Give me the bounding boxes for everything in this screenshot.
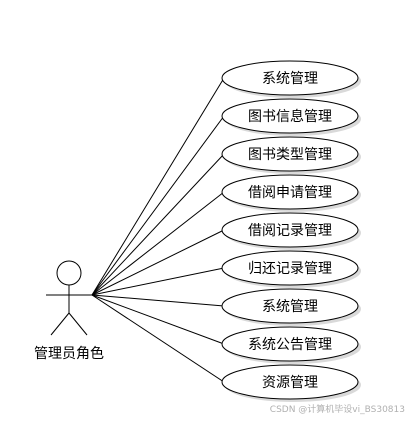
use-case-ellipse[interactable] <box>221 212 359 248</box>
use-case-label: 系统管理 <box>262 299 318 315</box>
use-case-label: 图书类型管理 <box>248 147 332 163</box>
actor-right-leg <box>68 312 88 336</box>
use-case-ellipse[interactable] <box>221 60 359 96</box>
use-case[interactable]: 图书类型管理 <box>221 136 361 174</box>
use-case[interactable]: 系统公告管理 <box>221 326 361 364</box>
use-case-label: 归还记录管理 <box>248 260 332 277</box>
use-case-label: 系统公告管理 <box>248 337 332 353</box>
association-line <box>91 77 225 296</box>
association-line <box>91 294 225 383</box>
use-case[interactable]: 系统管理 <box>221 288 361 326</box>
association-line <box>91 229 225 296</box>
use-case-ellipse[interactable] <box>221 288 359 324</box>
use-case-label: 借阅申请管理 <box>248 185 332 201</box>
use-case-ellipse[interactable] <box>221 98 359 134</box>
use-case[interactable]: 借阅申请管理 <box>221 174 361 212</box>
use-case[interactable]: 归还记录管理 <box>221 250 361 288</box>
actor-left-leg <box>50 312 70 336</box>
actor-label: 管理员角色 <box>34 345 104 362</box>
association-line <box>91 191 225 296</box>
use-case-ellipse[interactable] <box>221 326 359 362</box>
actor-head <box>56 260 82 286</box>
use-case-label: 系统管理 <box>262 71 318 87</box>
association-line <box>91 294 225 345</box>
use-cases: 系统管理图书信息管理图书类型管理借阅申请管理借阅记录管理归还记录管理系统管理系统… <box>221 60 361 402</box>
use-case-label: 图书信息管理 <box>248 108 332 125</box>
use-case[interactable]: 图书信息管理 <box>221 98 361 136</box>
association-lines <box>91 77 225 383</box>
use-case[interactable]: 资源管理 <box>221 364 361 402</box>
watermark: CSDN @计算机毕设vi_BS30813 <box>269 405 405 415</box>
use-case-ellipse[interactable] <box>221 136 359 172</box>
use-case-ellipse[interactable] <box>221 364 359 400</box>
association-line <box>91 294 225 307</box>
use-case-label: 资源管理 <box>262 375 318 391</box>
use-case-ellipse[interactable] <box>221 250 359 286</box>
actor: 管理员角色 <box>34 260 104 362</box>
association-line <box>91 153 225 296</box>
use-case[interactable]: 借阅记录管理 <box>221 212 361 250</box>
association-line <box>91 115 225 296</box>
use-case-ellipse[interactable] <box>221 174 359 210</box>
use-case[interactable]: 系统管理 <box>221 60 361 98</box>
use-case-label: 借阅记录管理 <box>248 223 332 239</box>
association-line <box>91 267 225 296</box>
